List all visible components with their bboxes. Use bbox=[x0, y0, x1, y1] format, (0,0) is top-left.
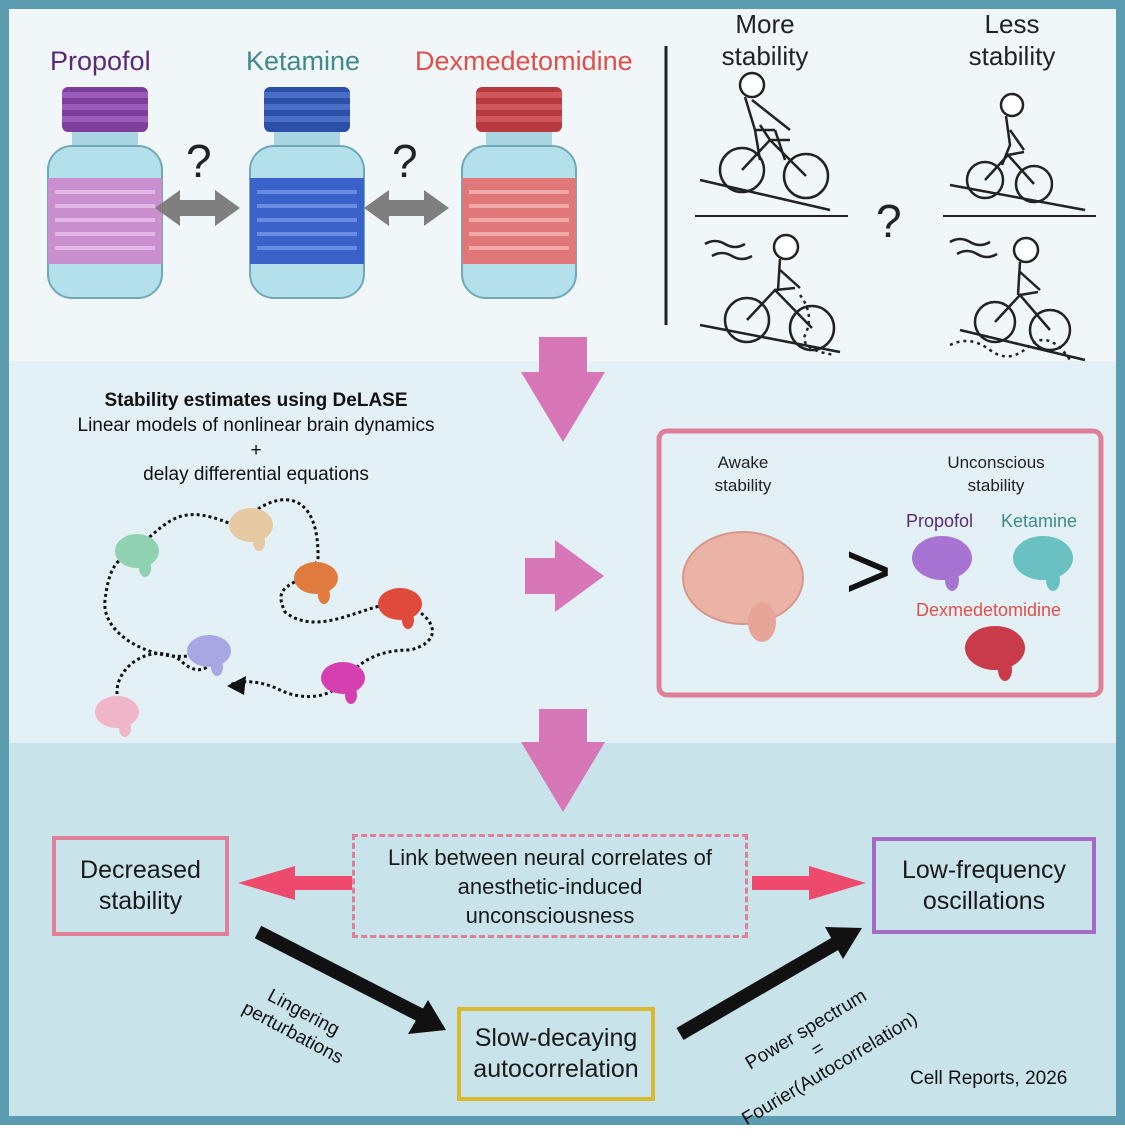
down-arrow-2-icon bbox=[521, 709, 605, 812]
question-mark-2: ? bbox=[392, 135, 418, 187]
awake-stability-label: Awake stability bbox=[714, 453, 772, 495]
method-line-1: Linear models of nonlinear brain dynamic… bbox=[77, 415, 435, 436]
lingering-arrow bbox=[254, 925, 434, 1027]
method-line-2: delay differential equations bbox=[143, 464, 369, 485]
greater-than-sign: > bbox=[845, 526, 892, 615]
citation: Cell Reports, 2026 bbox=[910, 1068, 1068, 1089]
brain-icon-red bbox=[378, 588, 422, 629]
propofol-brain-icon bbox=[912, 536, 972, 591]
result-box bbox=[656, 428, 1104, 698]
brain-icon-magenta bbox=[321, 662, 365, 704]
brain-icon-beige bbox=[229, 508, 273, 551]
low-frequency-box: Low-frequency oscillations bbox=[872, 837, 1096, 934]
slow-decaying-box: Slow-decaying autocorrelation bbox=[457, 1007, 655, 1101]
unconscious-stability-label: Unconscious stability bbox=[947, 453, 1045, 495]
brain-trajectory-path bbox=[103, 498, 434, 701]
drug-label-dexmedetomidine: Dexmedetomidine bbox=[415, 46, 633, 76]
compare-arrow-right-icon bbox=[364, 190, 449, 226]
drug-label-propofol: Propofol bbox=[50, 46, 151, 76]
brain-icon-orange bbox=[294, 562, 338, 604]
cyclist-less-stable-icon bbox=[949, 92, 1086, 212]
brain-icon-pink bbox=[95, 696, 139, 737]
lingering-arrowhead-icon bbox=[408, 1000, 446, 1034]
brain-icon-green bbox=[115, 534, 159, 577]
drug-label-ketamine: Ketamine bbox=[246, 46, 361, 76]
cyclist-stable-perturbed-icon bbox=[699, 233, 841, 357]
less-stability-label: Less stability bbox=[968, 9, 1056, 71]
left-red-arrow-icon bbox=[238, 866, 352, 900]
dexmedetomidine-brain-icon bbox=[965, 626, 1025, 681]
trajectory-arrowhead-icon bbox=[227, 676, 246, 695]
result-label-propofol: Propofol bbox=[906, 511, 974, 531]
propofol-bottle-icon bbox=[47, 87, 163, 299]
method-title: Stability estimates using DeLASE bbox=[104, 390, 408, 411]
compare-arrow-left-icon bbox=[155, 190, 240, 226]
brain-icon-lavender bbox=[187, 635, 231, 676]
question-mark-3: ? bbox=[876, 195, 902, 247]
more-stability-label: More stability bbox=[721, 9, 809, 71]
ketamine-bottle-icon bbox=[249, 87, 365, 299]
power-arrowhead-icon bbox=[825, 927, 862, 959]
cyclist-less-stable-perturbed-icon bbox=[949, 236, 1086, 362]
link-box: Link between neural correlates of anesth… bbox=[352, 834, 748, 938]
result-label-dexmedetomidine: Dexmedetomidine bbox=[916, 600, 1062, 620]
ketamine-brain-icon bbox=[1013, 536, 1073, 591]
method-plus: + bbox=[250, 440, 262, 461]
cyclist-stable-icon bbox=[699, 71, 831, 212]
result-label-ketamine: Ketamine bbox=[1001, 511, 1078, 531]
right-arrow-icon bbox=[525, 540, 604, 612]
right-red-arrow-icon bbox=[752, 866, 866, 900]
decreased-stability-box: Decreased stability bbox=[52, 836, 229, 936]
power-arrow bbox=[676, 931, 849, 1041]
dexmedetomidine-bottle-icon bbox=[461, 87, 577, 299]
question-mark-1: ? bbox=[186, 135, 212, 187]
down-arrow-1-icon bbox=[521, 337, 605, 442]
awake-brain-icon bbox=[682, 531, 804, 642]
